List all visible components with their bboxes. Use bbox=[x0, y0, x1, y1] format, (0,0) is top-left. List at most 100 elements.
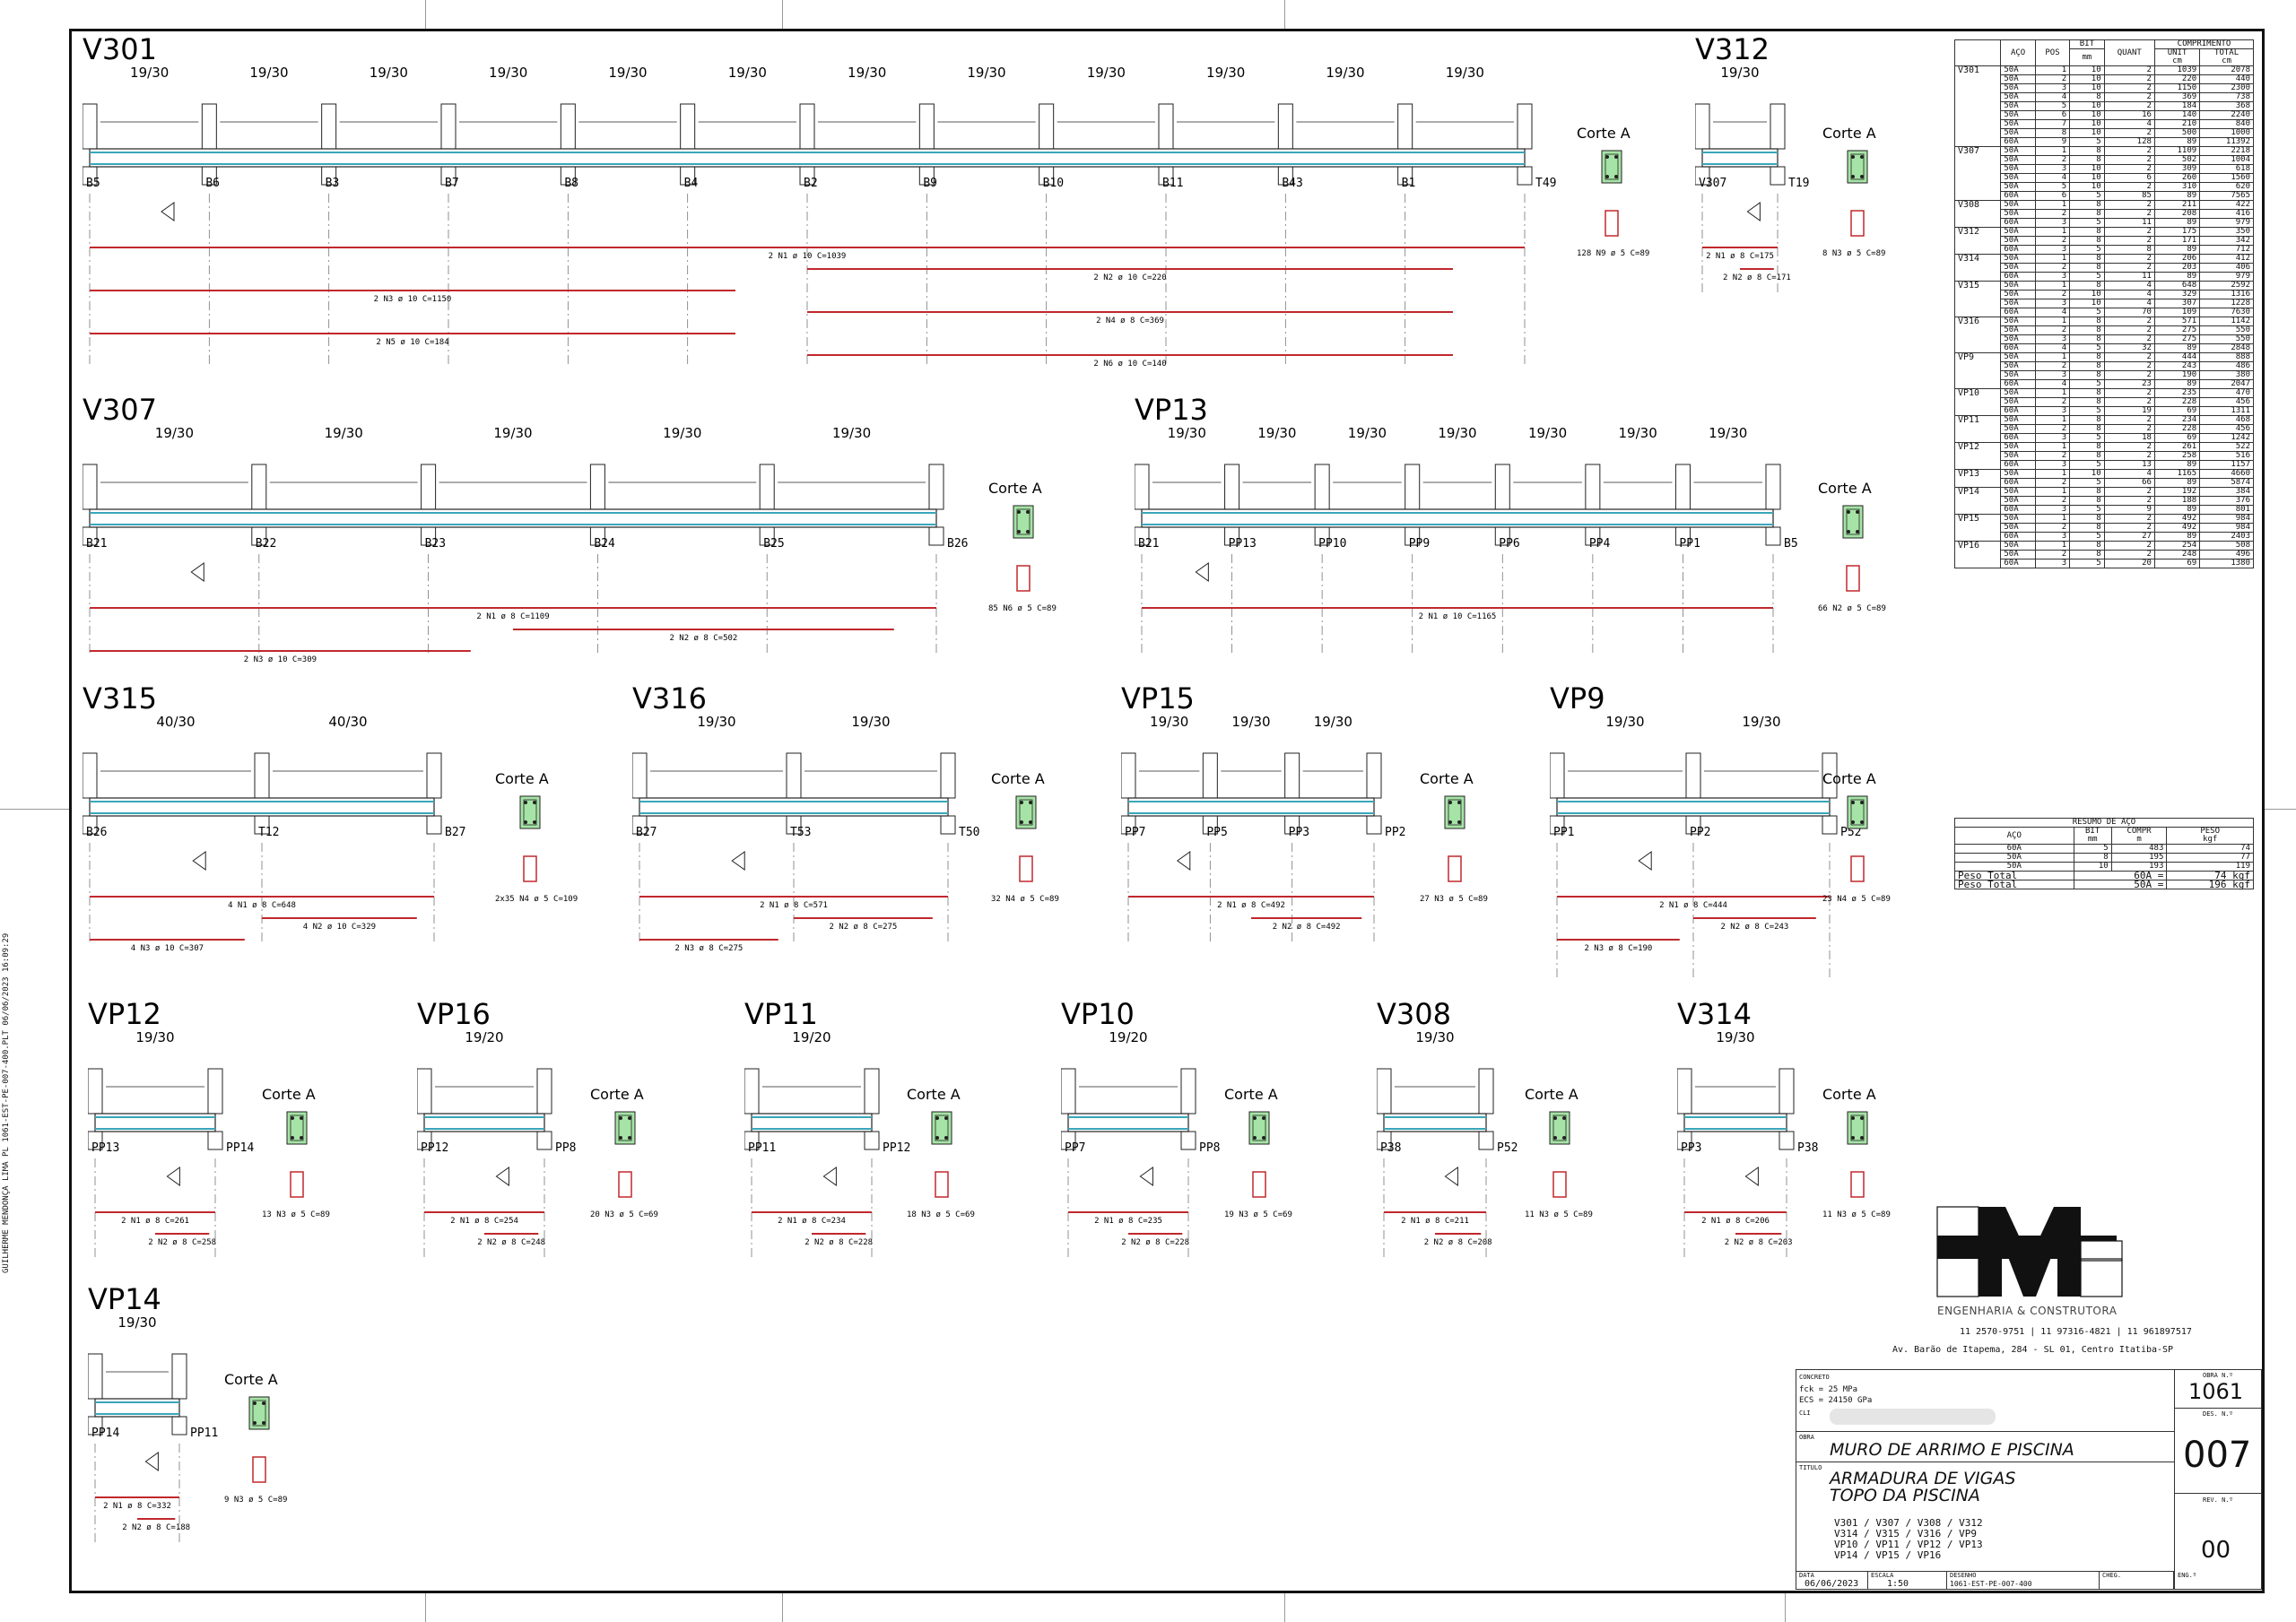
steel-bit: 8 bbox=[2069, 317, 2105, 326]
steel-unit: 310 bbox=[2153, 182, 2201, 192]
steel-group-beam: VP9 bbox=[1953, 352, 2002, 389]
steel-unit: 171 bbox=[2153, 236, 2201, 246]
support-column-below bbox=[1135, 526, 1150, 546]
beam-name: VP13 bbox=[1135, 393, 1208, 427]
steel-bit: 10 bbox=[2069, 83, 2105, 93]
drawing-file: 1061-EST-PE-007-400 bbox=[1950, 1580, 2032, 1588]
steel-pos: 2 bbox=[2034, 325, 2071, 335]
frame-tick bbox=[425, 0, 426, 29]
support-column-below bbox=[426, 815, 442, 835]
section-concrete bbox=[519, 795, 541, 829]
steel-total: 1004 bbox=[2199, 155, 2254, 165]
steel-bit: 8 bbox=[2069, 496, 2105, 506]
section-dimension: 19/30 bbox=[1168, 425, 1206, 441]
steel-unit: 69 bbox=[2153, 406, 2201, 416]
steel-quant: 4 bbox=[2103, 119, 2155, 129]
section-concrete bbox=[614, 1111, 636, 1145]
steel-aco: 50A bbox=[2000, 496, 2036, 506]
support-column-below bbox=[83, 815, 98, 835]
steel-bit: 5 bbox=[2069, 137, 2105, 147]
section-dimension: 19/30 bbox=[1720, 65, 1759, 81]
rebar-label: 2 N1 ø 8 C=234 bbox=[778, 1217, 846, 1226]
section-cut-arrow bbox=[1638, 851, 1652, 871]
steel-unit: 228 bbox=[2153, 397, 2201, 407]
steel-unit: 1165 bbox=[2153, 469, 2201, 479]
steel-total: 412 bbox=[2199, 254, 2254, 264]
beam-elevation bbox=[1067, 1113, 1189, 1132]
support-column-below bbox=[1494, 526, 1510, 546]
support-label: PP7 bbox=[1125, 826, 1145, 839]
stirrup-label: 11 N3 ø 5 C=89 bbox=[1525, 1210, 1593, 1219]
date-value: 06/06/2023 bbox=[1805, 1579, 1859, 1589]
drawing-frame bbox=[69, 29, 2265, 1593]
section-title: Corte A bbox=[907, 1087, 961, 1103]
steel-unit: 492 bbox=[2153, 523, 2201, 533]
steel-bit: 10 bbox=[2069, 74, 2105, 84]
support-column-below bbox=[83, 526, 98, 546]
steel-bit: 8 bbox=[2069, 236, 2105, 246]
steel-pos: 2 bbox=[2034, 263, 2071, 273]
support-column-below bbox=[440, 166, 457, 186]
support-label: B27 bbox=[636, 826, 657, 839]
support-column-below bbox=[83, 166, 98, 186]
section-concrete bbox=[1015, 795, 1037, 829]
steel-quant: 2 bbox=[2103, 496, 2155, 506]
support-column-below bbox=[88, 1131, 103, 1150]
support-column-below bbox=[1224, 526, 1240, 546]
steel-unit: 369 bbox=[2153, 92, 2201, 102]
section-dimension: 19/30 bbox=[493, 425, 532, 441]
rebar-label: 2 N1 ø 8 C=261 bbox=[121, 1217, 189, 1226]
steel-pos: 4 bbox=[2034, 173, 2071, 183]
support-label: P38 bbox=[1797, 1141, 1818, 1155]
section-cut-arrow bbox=[1195, 562, 1209, 582]
steel-pos: 4 bbox=[2034, 379, 2071, 389]
steel-unit: 89 bbox=[2153, 191, 2201, 201]
beam-list-1: V301 / V307 / V308 / V312 bbox=[1834, 1517, 1983, 1529]
steel-pos: 6 bbox=[2034, 110, 2071, 120]
steel-unit: 307 bbox=[2153, 299, 2201, 308]
support-column-below bbox=[207, 1131, 223, 1150]
rebar-label: 4 N3 ø 10 C=307 bbox=[131, 944, 204, 950]
rebar-label: 2 N3 ø 8 C=190 bbox=[1584, 944, 1652, 953]
steel-pos: 2 bbox=[2034, 478, 2071, 488]
support-label: B26 bbox=[947, 537, 968, 551]
rebar-label: 2 N3 ø 10 C=1150 bbox=[374, 295, 452, 304]
steel-group-beam: V312 bbox=[1953, 227, 2002, 255]
support-label: PP1 bbox=[1679, 537, 1700, 551]
rebar-label: 2 N1 ø 8 C=211 bbox=[1401, 1217, 1469, 1226]
support-column bbox=[759, 464, 775, 510]
section-bar-dot bbox=[1860, 801, 1864, 804]
steel-total: 712 bbox=[2199, 245, 2254, 255]
stirrup-shape bbox=[1850, 1171, 1865, 1198]
steel-total: 979 bbox=[2199, 272, 2254, 282]
section-concrete bbox=[1847, 150, 1868, 184]
steel-aco: 60A bbox=[2000, 559, 2036, 568]
beam-name: V314 bbox=[1677, 997, 1752, 1031]
steel-unit: 235 bbox=[2153, 388, 2201, 398]
steel-quant: 18 bbox=[2103, 433, 2155, 443]
steel-pos: 2 bbox=[2034, 451, 2071, 461]
section-concrete bbox=[1842, 505, 1864, 539]
steel-quant: 2 bbox=[2103, 101, 2155, 111]
rebar-label: 2 N2 ø 8 C=208 bbox=[1424, 1238, 1492, 1247]
section-dimension: 19/30 bbox=[1150, 714, 1188, 730]
steel-total: 620 bbox=[2199, 182, 2254, 192]
section-corte-a: Corte A19 N3 ø 5 C=69 bbox=[1224, 1087, 1292, 1219]
desenho-label: DESENHO bbox=[1950, 1572, 1977, 1579]
steel-total: 496 bbox=[2199, 550, 2254, 559]
support-column-below bbox=[1061, 1131, 1076, 1150]
steel-total: 468 bbox=[2199, 415, 2254, 425]
title-block-bottom bbox=[1796, 1571, 2174, 1590]
stirrup-label: 32 N4 ø 5 C=89 bbox=[991, 895, 1059, 904]
section-corte-a: Corte A32 N4 ø 5 C=89 bbox=[991, 771, 1059, 904]
steel-bit: 10 bbox=[2069, 101, 2105, 111]
steel-aco: 50A bbox=[2000, 388, 2036, 398]
header-comprimento: COMPRIMENTO bbox=[2153, 39, 2255, 49]
section-bar-dot bbox=[524, 820, 527, 824]
